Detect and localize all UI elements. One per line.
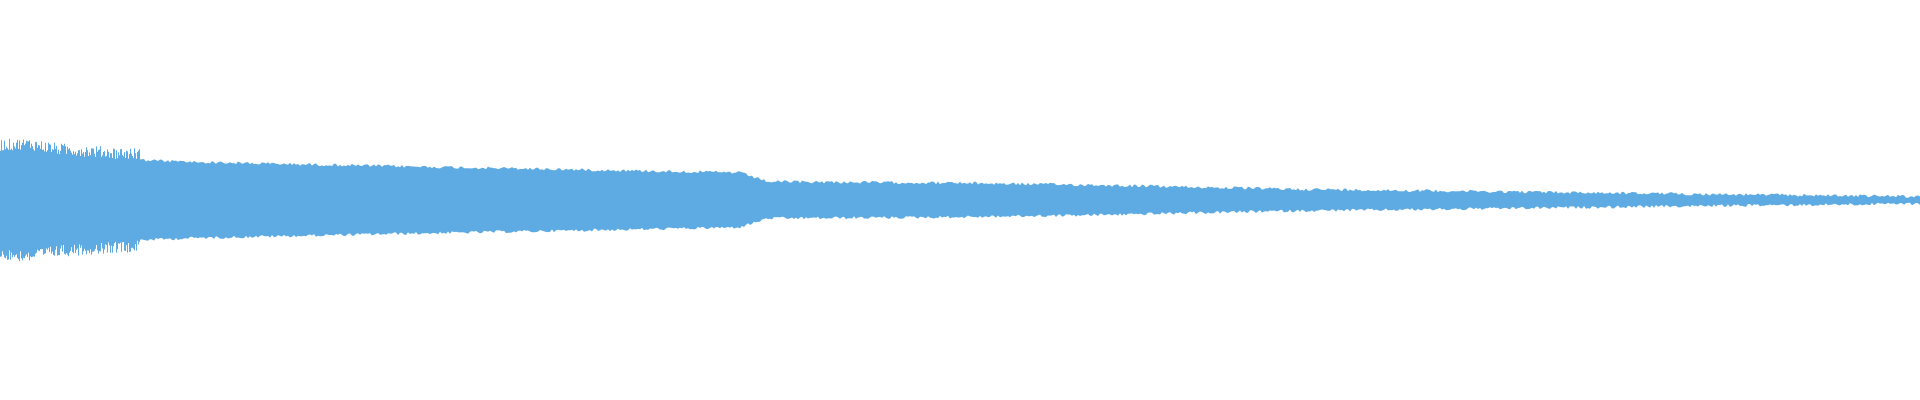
waveform-fill (0, 149, 1920, 251)
waveform-spikes (0, 138, 140, 262)
